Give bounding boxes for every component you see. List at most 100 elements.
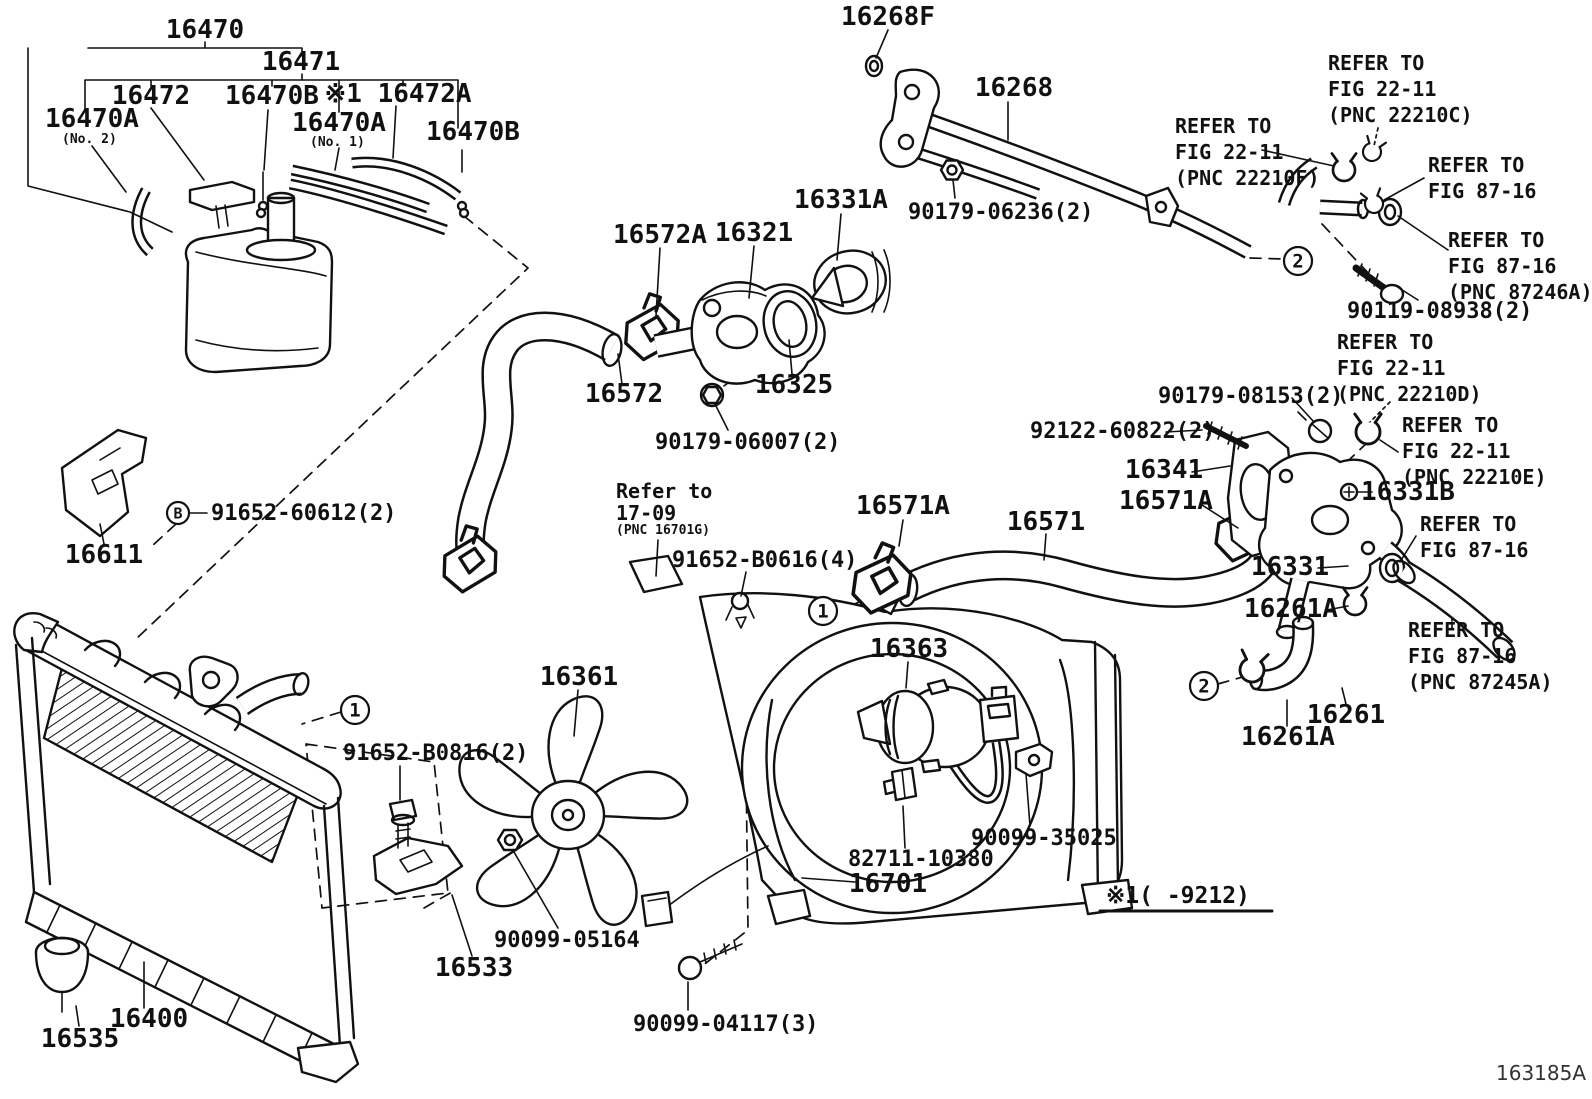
part-label-footnote: ※1( -9212) bbox=[1106, 883, 1250, 909]
reserve-tank bbox=[184, 191, 334, 374]
tube-inner bbox=[902, 551, 1279, 606]
bolt-90179-08153 bbox=[1297, 411, 1333, 444]
stud-92122-60822 bbox=[1203, 421, 1249, 450]
diagram-artwork bbox=[13, 29, 1516, 1084]
svg-text:B: B bbox=[173, 504, 182, 522]
fan-motor bbox=[856, 678, 1020, 804]
part-label-16701: 16701 bbox=[849, 869, 927, 899]
part-label-16571a-right: 16571A bbox=[1119, 486, 1213, 516]
part-label-16470a-no2-sub: (No. 2) bbox=[62, 132, 117, 147]
part-label-16470b-right: 16470B bbox=[426, 117, 520, 147]
part-label-91652-b0816: 91652-B0816(2) bbox=[343, 741, 528, 766]
radiator-support-bracket bbox=[60, 428, 148, 538]
part-label-90099-35025: 90099-35025 bbox=[971, 826, 1117, 851]
part-label-16471: 16471 bbox=[262, 47, 340, 77]
part-label-16400: 16400 bbox=[110, 1004, 188, 1034]
callout-1: 1 bbox=[807, 595, 839, 627]
lower-radiator-hose bbox=[897, 550, 1281, 608]
part-label-16261a-top: 16261A bbox=[1244, 594, 1338, 624]
svg-text:2: 2 bbox=[1292, 251, 1303, 273]
leader-lines bbox=[27, 29, 1449, 1027]
tube-inner bbox=[289, 181, 447, 233]
bolt-91652-b0616 bbox=[725, 591, 755, 629]
part-label-16261a-bottom: 16261A bbox=[1241, 722, 1335, 752]
reserve-tank-hoses bbox=[131, 156, 470, 257]
tube-inner bbox=[912, 148, 1040, 198]
reserve-tank-cap bbox=[188, 180, 256, 229]
part-label-16470a-no1: 16470A bbox=[292, 108, 386, 138]
outlet-hose-87245a bbox=[1392, 559, 1516, 662]
part-label-16472: 16472 bbox=[112, 81, 190, 111]
tube-inner bbox=[926, 115, 1251, 257]
bolt-16331b bbox=[1339, 482, 1359, 502]
thermostat-gasket bbox=[762, 290, 818, 358]
part-label-16261: 16261 bbox=[1307, 700, 1385, 730]
nut-90099-05164 bbox=[496, 828, 524, 852]
svg-text:1: 1 bbox=[349, 700, 360, 722]
part-label-16363: 16363 bbox=[870, 634, 948, 664]
motor-grommet bbox=[1014, 742, 1054, 778]
part-label-16571: 16571 bbox=[1007, 507, 1085, 537]
part-label-16472a: ※1 16472A bbox=[324, 79, 471, 109]
cooling-fan bbox=[458, 695, 689, 926]
part-label-16331b: 16331B bbox=[1361, 477, 1455, 507]
clamp-16261a-top bbox=[1341, 586, 1369, 617]
clamp-pnc-22210f bbox=[1330, 152, 1358, 183]
part-label-90179-06236: 90179-06236(2) bbox=[908, 200, 1093, 225]
drain-plug bbox=[34, 936, 90, 1013]
part-label-16268f: 16268F bbox=[841, 2, 935, 32]
part-label-91652-60612: 91652-60612(2) bbox=[211, 501, 396, 526]
part-label-16268: 16268 bbox=[975, 73, 1053, 103]
part-label-doc-code: 163185A bbox=[1496, 1061, 1586, 1085]
tube-inner bbox=[1319, 202, 1363, 214]
part-label-90099-05164: 90099-05164 bbox=[494, 928, 640, 953]
tube-inner bbox=[1280, 159, 1317, 206]
part-label-16321: 16321 bbox=[715, 218, 793, 248]
bolt-90179-06007 bbox=[699, 382, 725, 408]
part-label-92122-60822: 92122-60822(2) bbox=[1030, 419, 1215, 444]
tube-inner bbox=[1279, 578, 1308, 634]
bypass-hose-16261 bbox=[1248, 615, 1315, 692]
part-label-90119-08938: 90119-08938(2) bbox=[1347, 299, 1532, 324]
clamp-pnc-22210de bbox=[1353, 412, 1383, 446]
fan-shroud bbox=[640, 586, 1134, 928]
part-label-90179-06007: 90179-06007(2) bbox=[655, 430, 840, 455]
tube-inner bbox=[291, 167, 430, 211]
part-label-16572: 16572 bbox=[585, 379, 663, 409]
part-label-16572a: 16572A bbox=[613, 220, 707, 250]
tube-inner bbox=[237, 675, 302, 714]
water-bypass-pipe bbox=[864, 54, 1403, 259]
part-label-90179-08153: 90179-08153(2) bbox=[1158, 384, 1343, 409]
part-label-16470a-no1-sub: (No. 1) bbox=[310, 135, 365, 150]
part-label-16331: 16331 bbox=[1251, 552, 1329, 582]
tube-inner bbox=[133, 188, 153, 255]
part-label-16361: 16361 bbox=[540, 662, 618, 692]
thermostat bbox=[810, 249, 891, 315]
part-label-16325: 16325 bbox=[755, 370, 833, 400]
part-label-16571a-left: 16571A bbox=[856, 491, 950, 521]
callout-2: 2 bbox=[1282, 245, 1314, 277]
part-label-16470a-no2: 16470A bbox=[45, 104, 139, 134]
bolt-90119-08938 bbox=[1352, 263, 1405, 305]
part-label-91652-b0616: 91652-B0616(4) bbox=[672, 548, 857, 573]
part-label-16341: 16341 bbox=[1125, 455, 1203, 485]
lower-bracket-clamp bbox=[372, 836, 464, 896]
svg-text:1: 1 bbox=[817, 601, 828, 623]
part-label-16611: 16611 bbox=[65, 540, 143, 570]
part-label-16470: 16470 bbox=[166, 15, 244, 45]
part-label-16331a: 16331A bbox=[794, 185, 888, 215]
callout-B: B bbox=[165, 500, 191, 526]
bolt-91652-b0816 bbox=[388, 798, 418, 849]
bolt-90099-04117 bbox=[677, 939, 743, 981]
